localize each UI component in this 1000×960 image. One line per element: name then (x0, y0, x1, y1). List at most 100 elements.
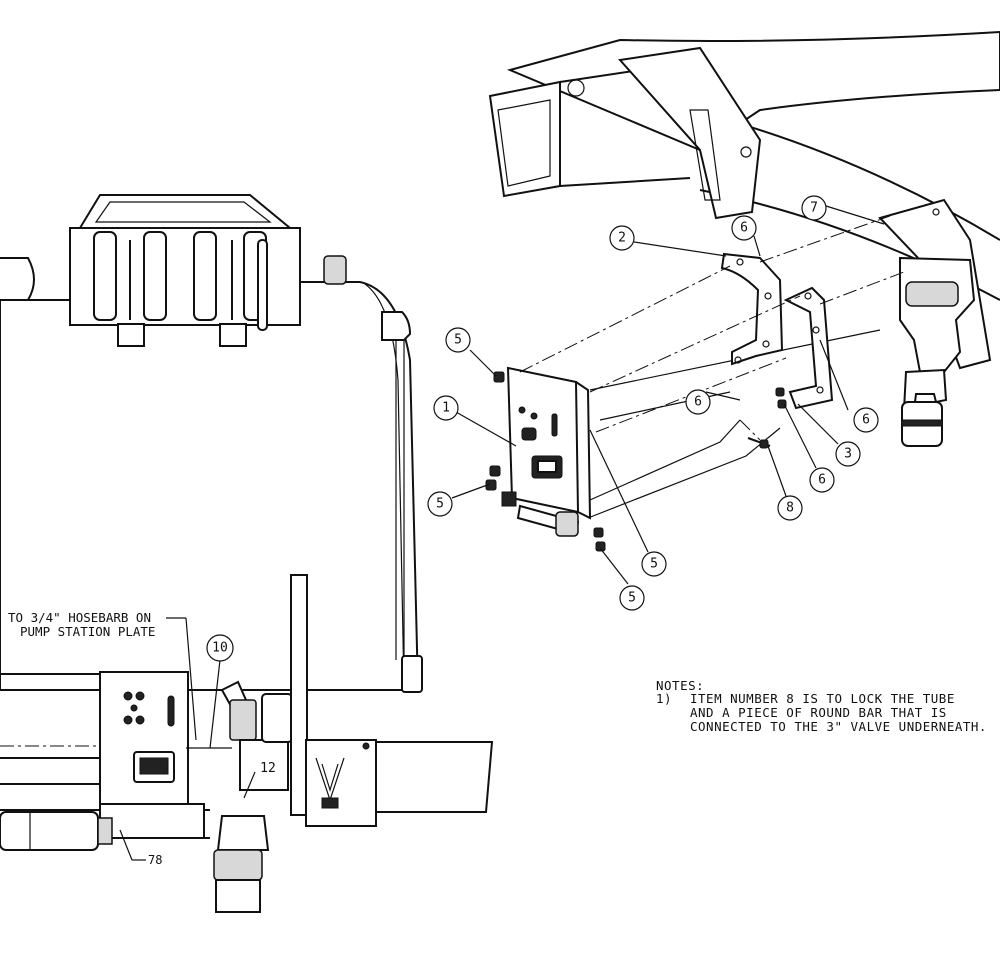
callout-1[interactable]: 1 (433, 395, 459, 421)
callout-5-top[interactable]: 5 (445, 327, 471, 353)
hinge-tab (501, 491, 517, 507)
pump-station-plate (99, 671, 189, 805)
valve-assembly-coupler (905, 281, 959, 307)
duct-opening-inner (497, 99, 551, 187)
callout-3[interactable]: 3 (835, 441, 861, 467)
frame-outline-inner (599, 391, 731, 421)
lid-latch-left (117, 323, 145, 347)
frame-hanger-bolt (740, 146, 752, 158)
bracket2-hole-2 (764, 292, 772, 300)
fill-cap (323, 255, 347, 285)
lid-rib-2 (143, 231, 167, 321)
pump-motor-coupling (97, 817, 113, 845)
svg-text:5: 5 (436, 497, 444, 512)
explode-line-4 (759, 215, 891, 263)
callout-2[interactable]: 2 (609, 225, 635, 251)
lock-tube-cap (555, 511, 579, 537)
plate-hole-3 (123, 715, 133, 725)
bracket2-hole-1 (736, 258, 744, 266)
sight-tube (395, 340, 405, 660)
svg-text:1: 1 (442, 401, 450, 416)
frame-rail-lower (0, 757, 100, 785)
tank-assembly-view (0, 194, 494, 913)
svg-text:10: 10 (212, 641, 228, 656)
bracket2-hole-3 (762, 340, 770, 348)
main-plate-hole-2 (530, 412, 538, 420)
callout-6-middle[interactable]: 6 (685, 389, 711, 415)
callout-5-right[interactable]: 5 (641, 551, 667, 577)
plate-hole-1 (123, 691, 133, 701)
plate-hole-2 (135, 691, 145, 701)
bolt-5-right-a (593, 527, 604, 538)
bolt-5-top (493, 371, 505, 383)
svg-text:2: 2 (618, 231, 626, 246)
hosebarb-label-line1: TO 3/4" HOSEBARB ON (8, 610, 151, 625)
duct-body (559, 69, 691, 187)
sight-tube-elbow (381, 311, 412, 341)
bolt-5-left-a (489, 465, 501, 477)
notes-line-1: ITEM NUMBER 8 IS TO LOCK THE TUBE (690, 691, 955, 706)
callout-6-bottom[interactable]: 6 (809, 467, 835, 493)
svg-text:8: 8 (786, 501, 794, 516)
svg-text:6: 6 (818, 473, 826, 488)
callout-78[interactable]: 78 (148, 853, 162, 867)
bracket-item-2 (720, 252, 784, 366)
notes-line-3: CONNECTED TO THE 3" VALVE UNDERNEATH. (690, 719, 987, 734)
callout-6-right[interactable]: 6 (853, 407, 879, 433)
plate-center-hole (130, 704, 138, 712)
bolt-5-right-b (595, 541, 606, 552)
pin-item-8-head (759, 439, 769, 449)
plate-hole-4 (135, 715, 145, 725)
bracket3-hole-3 (816, 386, 824, 394)
svg-text:3: 3 (844, 447, 852, 462)
callout-5-bottom[interactable]: 5 (619, 585, 645, 611)
svg-text:6: 6 (862, 413, 870, 428)
plate-base (99, 803, 205, 839)
hose-coupler-lower (215, 879, 261, 913)
explode-line-5 (819, 271, 905, 305)
svg-text:5: 5 (628, 591, 636, 606)
valve-drop-clamp (901, 419, 943, 427)
standpipe (290, 574, 308, 816)
explode-line-2 (589, 295, 801, 393)
sight-tube-fitting (401, 655, 423, 693)
callout-8[interactable]: 8 (777, 495, 803, 521)
notes-item-number: 1) (656, 691, 672, 706)
bracket-item-3 (783, 286, 834, 410)
svg-text:5: 5 (650, 557, 658, 572)
bracket-bolt (362, 742, 370, 750)
hosebarb-label-line2: PUMP STATION PLATE (20, 624, 155, 639)
plate-slot (167, 695, 175, 727)
valve-outlet (216, 815, 270, 851)
callout-7[interactable]: 7 (801, 195, 827, 221)
left-leader-lines (119, 617, 256, 861)
tank-lid-inner (94, 201, 272, 223)
frame-hanger (618, 46, 762, 220)
valve-right (261, 693, 293, 743)
main-plate-display (537, 460, 557, 473)
callout-10[interactable]: 10 (206, 634, 234, 662)
main-plate-flange (575, 381, 592, 520)
mounting-box (305, 739, 377, 827)
right-frame-hole (932, 208, 940, 216)
right-leader-lines (451, 205, 885, 585)
notes-heading: NOTES: (656, 678, 704, 693)
explode-line-6 (739, 419, 761, 441)
bracket3-hole-2 (812, 326, 820, 334)
callout-12[interactable]: 12 (260, 761, 276, 776)
exploded-view (485, 30, 1000, 552)
main-mounting-plate (506, 366, 580, 514)
tank-lid-top (78, 194, 293, 229)
callout-5-left[interactable]: 5 (427, 491, 453, 517)
lid-rib-3 (193, 231, 217, 321)
nut-6-a (775, 387, 785, 397)
notes-line-2: AND A PIECE OF ROUND BAR THAT IS (690, 705, 947, 720)
callout-6-top[interactable]: 6 (731, 215, 757, 241)
lid-rib-1 (93, 231, 117, 321)
lid-vent-pipe (257, 239, 268, 331)
bracket3-hole-1 (804, 292, 812, 300)
main-plate-slot (551, 413, 558, 437)
frame-rail-right (369, 741, 494, 813)
frame-rail-upper (0, 673, 100, 691)
